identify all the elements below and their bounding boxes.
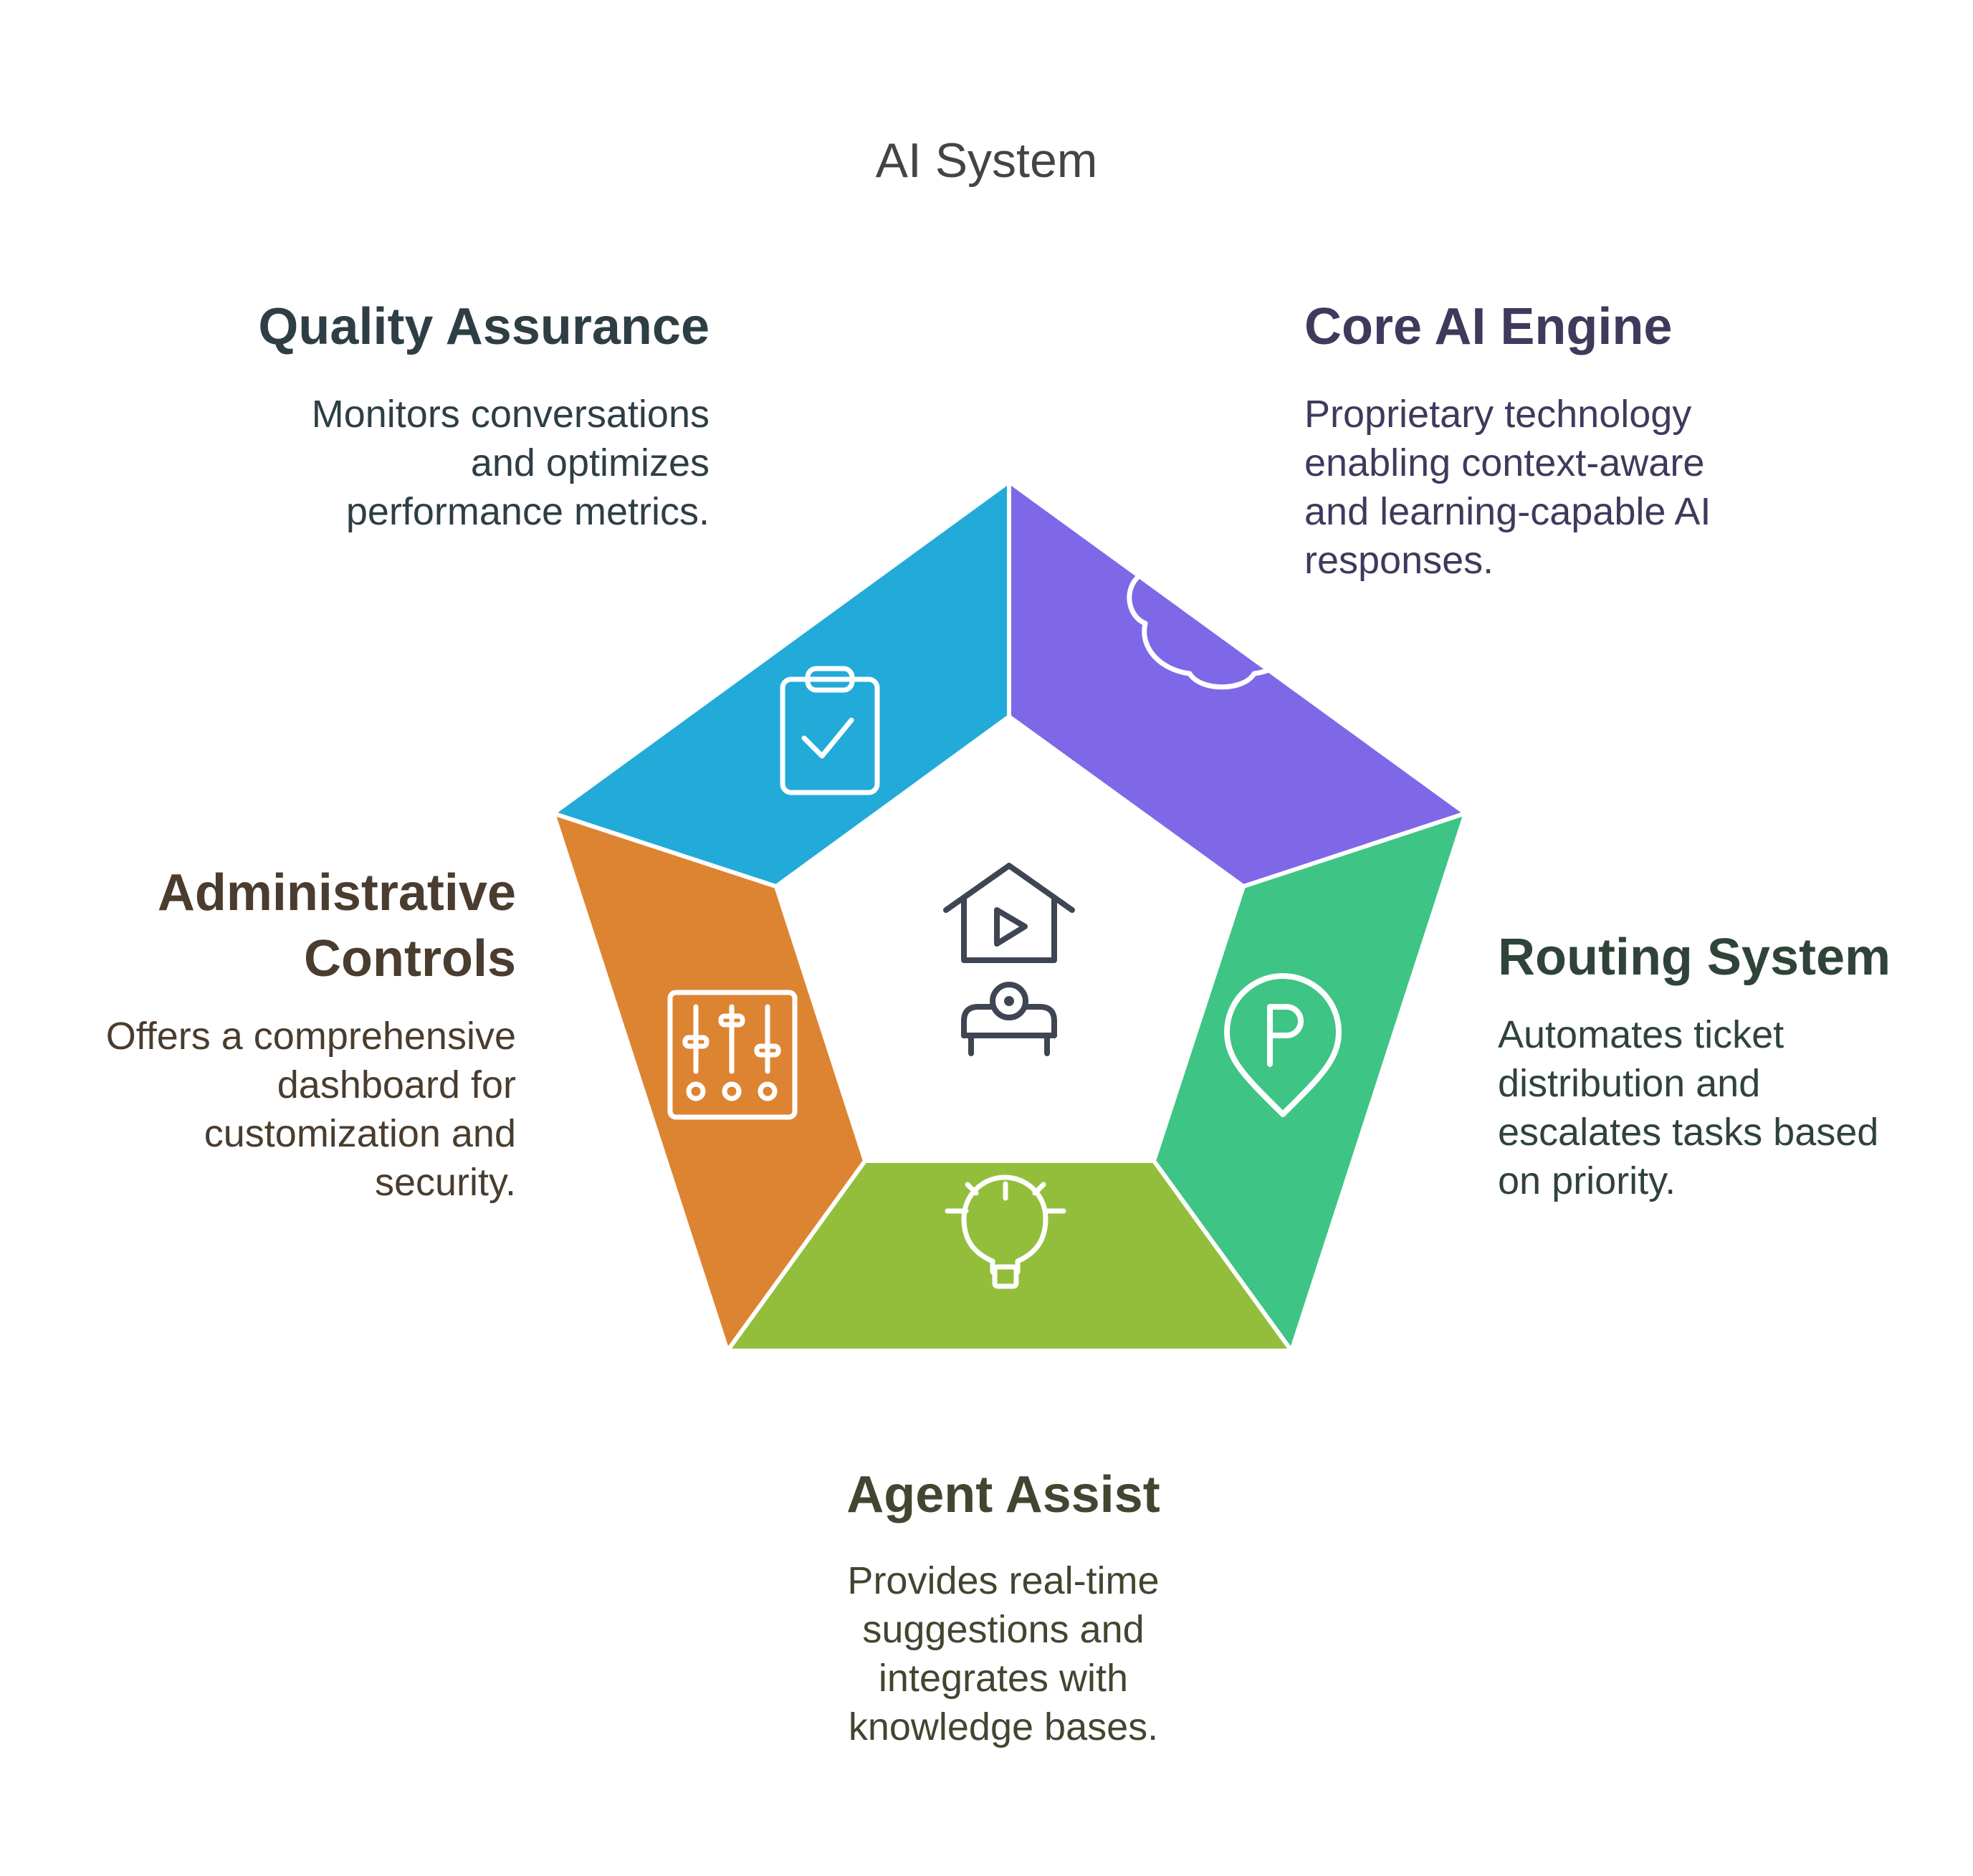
routing-system-description-line: distribution and: [1498, 1062, 1761, 1105]
clipboard-check-icon: [780, 666, 880, 795]
core-ai-engine-title: Core AI Engine: [1304, 298, 1673, 355]
administrative-controls-title-line: Administrative: [157, 864, 516, 922]
routing-system-description: Automates ticket distribution and escala…: [1498, 1010, 1957, 1205]
quality-assurance-title: Quality Assurance: [258, 298, 710, 355]
core-ai-engine-description-line: Proprietary technology: [1304, 393, 1692, 436]
routing-system-title: Routing System: [1498, 929, 1891, 986]
home-play-person-icon: [943, 863, 1075, 1056]
administrative-controls-description-line: customization and: [204, 1112, 516, 1155]
parking-pin-icon: [1224, 973, 1342, 1117]
quality-assurance-description-line: and optimizes: [470, 441, 710, 484]
routing-system-description-line: on priority.: [1498, 1159, 1676, 1202]
quality-assurance-description-line: performance metrics.: [345, 490, 710, 533]
agent-assist-description: Provides real-time suggestions and integ…: [717, 1556, 1290, 1751]
administrative-controls-description-line: dashboard for: [277, 1063, 516, 1106]
quality-assurance-block: Quality Assurance Monitors conversations…: [136, 294, 710, 536]
agent-assist-description-line: suggestions and: [862, 1608, 1145, 1651]
quality-assurance-description-line: Monitors conversations: [311, 393, 710, 436]
agent-assist-description-line: knowledge bases.: [848, 1705, 1159, 1748]
administrative-controls-description-line: security.: [374, 1161, 516, 1204]
core-ai-engine-block: Core AI Engine Proprietary technology en…: [1304, 294, 1878, 585]
core-ai-engine-description-line: and learning-capable AI: [1304, 490, 1711, 533]
agent-assist-block: Agent Assist Provides real-time suggesti…: [717, 1462, 1290, 1751]
administrative-controls-description: Offers a comprehensive dashboard for cus…: [65, 1012, 516, 1207]
routing-system-description-line: escalates tasks based: [1498, 1111, 1879, 1154]
routing-system-description-line: Automates ticket: [1498, 1013, 1785, 1056]
diagram-title: AI System: [875, 133, 1098, 188]
lightbulb-icon: [945, 1174, 1066, 1289]
quality-assurance-description: Monitors conversations and optimizes per…: [136, 390, 710, 536]
agent-assist-description-line: Provides real-time: [847, 1559, 1160, 1602]
administrative-controls-title-line: Controls: [304, 930, 516, 987]
agent-assist-description-line: integrates with: [878, 1657, 1129, 1700]
core-ai-engine-description: Proprietary technology enabling context-…: [1304, 390, 1878, 585]
core-ai-engine-description-line: responses.: [1304, 539, 1494, 582]
routing-system-block: Routing System Automates ticket distribu…: [1498, 924, 1957, 1205]
agent-assist-title: Agent Assist: [846, 1466, 1160, 1523]
administrative-controls-title: Administrative Controls: [65, 860, 516, 992]
sliders-icon: [667, 990, 798, 1120]
administrative-controls-description-line: Offers a comprehensive: [105, 1015, 516, 1058]
brain-chip-icon: [1127, 515, 1317, 690]
core-ai-engine-description-line: enabling context-aware: [1304, 441, 1705, 484]
administrative-controls-block: Administrative Controls Offers a compreh…: [65, 860, 516, 1207]
